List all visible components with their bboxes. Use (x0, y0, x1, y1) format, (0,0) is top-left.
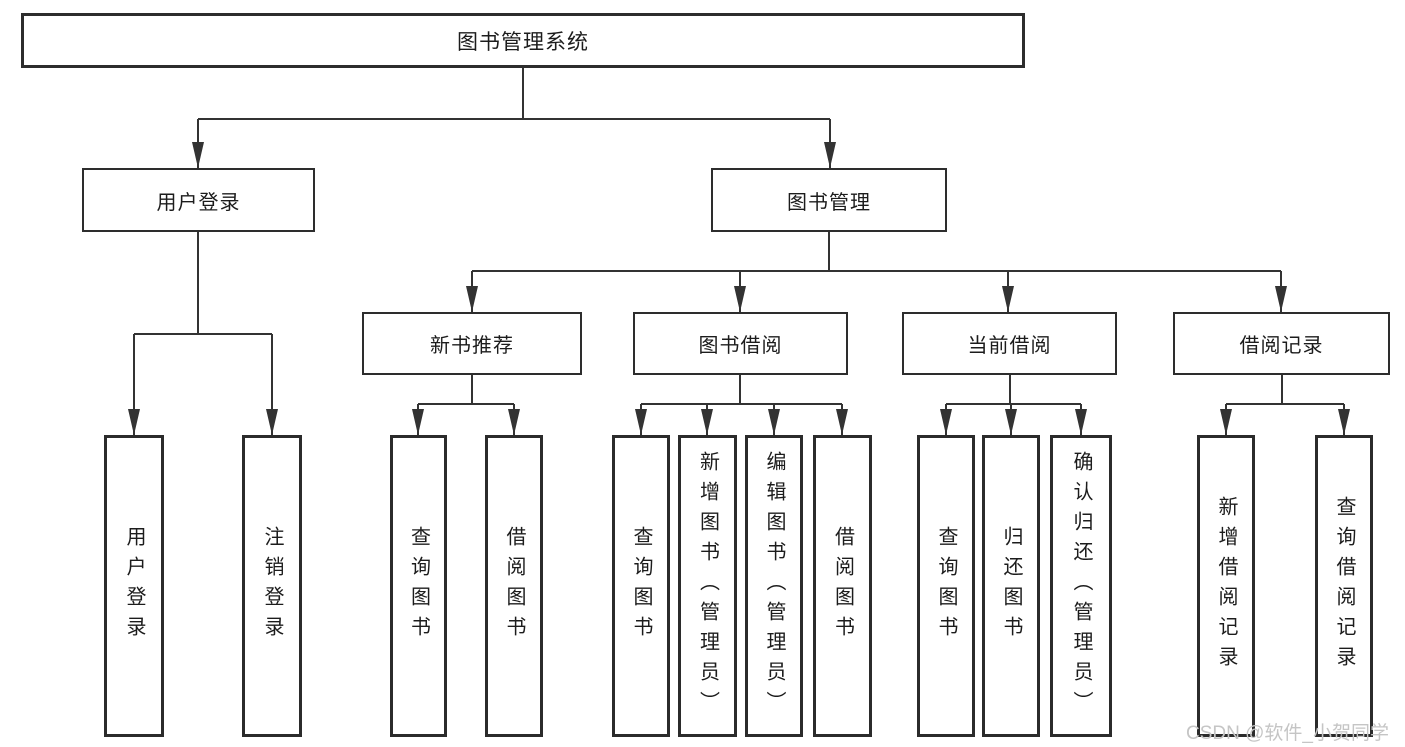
node-new-book-recommend-label: 新书推荐 (430, 335, 514, 357)
leaf-add-borrow-record: 新增借阅记录 (1197, 435, 1255, 737)
leaf-edit-books-admin: 编辑图书（管理员） (745, 435, 803, 737)
leaf-logout: 注销登录 (242, 435, 302, 737)
leaf-edit-books-admin-label: 编辑图书（管理员） (763, 451, 785, 721)
leaf-query-borrow-record-label: 查询借阅记录 (1333, 496, 1355, 676)
leaf-query-borrow-record: 查询借阅记录 (1315, 435, 1373, 737)
node-new-book-recommend: 新书推荐 (362, 312, 582, 375)
leaf-logout-label: 注销登录 (261, 526, 283, 646)
leaf-query-books-3-label: 查询图书 (935, 526, 957, 646)
node-current-borrow-label: 当前借阅 (967, 335, 1052, 357)
leaf-query-books-3: 查询图书 (917, 435, 975, 737)
leaf-return-books-label: 归还图书 (1000, 526, 1022, 646)
watermark: CSDN @软件_小贺同学 (1186, 723, 1389, 744)
leaf-query-books-1-label: 查询图书 (407, 526, 430, 646)
node-user-login: 用户登录 (82, 168, 315, 232)
node-book-borrow: 图书借阅 (633, 312, 848, 375)
leaf-borrow-books-2: 借阅图书 (813, 435, 872, 737)
leaf-borrow-books-1: 借阅图书 (485, 435, 543, 737)
node-root-label: 图书管理系统 (457, 30, 589, 54)
leaf-query-books-1: 查询图书 (390, 435, 447, 737)
node-borrow-records-label: 借阅记录 (1239, 335, 1324, 357)
node-current-borrow: 当前借阅 (902, 312, 1117, 375)
leaf-add-books-admin-label: 新增图书（管理员） (696, 451, 719, 721)
leaf-confirm-return-admin-label: 确认归还（管理员） (1070, 451, 1092, 721)
leaf-add-books-admin: 新增图书（管理员） (678, 435, 737, 737)
leaf-borrow-books-1-label: 借阅图书 (503, 526, 525, 646)
node-user-login-label: 用户登录 (156, 191, 241, 214)
leaf-add-borrow-record-label: 新增借阅记录 (1215, 496, 1237, 676)
node-book-management-label: 图书管理 (787, 191, 871, 214)
leaf-query-books-2: 查询图书 (612, 435, 670, 737)
leaf-user-login-label: 用户登录 (123, 526, 145, 646)
leaf-confirm-return-admin: 确认归还（管理员） (1050, 435, 1112, 737)
node-borrow-records: 借阅记录 (1173, 312, 1390, 375)
leaf-borrow-books-2-label: 借阅图书 (831, 526, 854, 646)
node-root: 图书管理系统 (21, 13, 1025, 68)
node-book-management: 图书管理 (711, 168, 947, 232)
leaf-user-login: 用户登录 (104, 435, 164, 737)
leaf-query-books-2-label: 查询图书 (630, 526, 652, 646)
node-book-borrow-label: 图书借阅 (698, 335, 783, 357)
leaf-return-books: 归还图书 (982, 435, 1040, 737)
